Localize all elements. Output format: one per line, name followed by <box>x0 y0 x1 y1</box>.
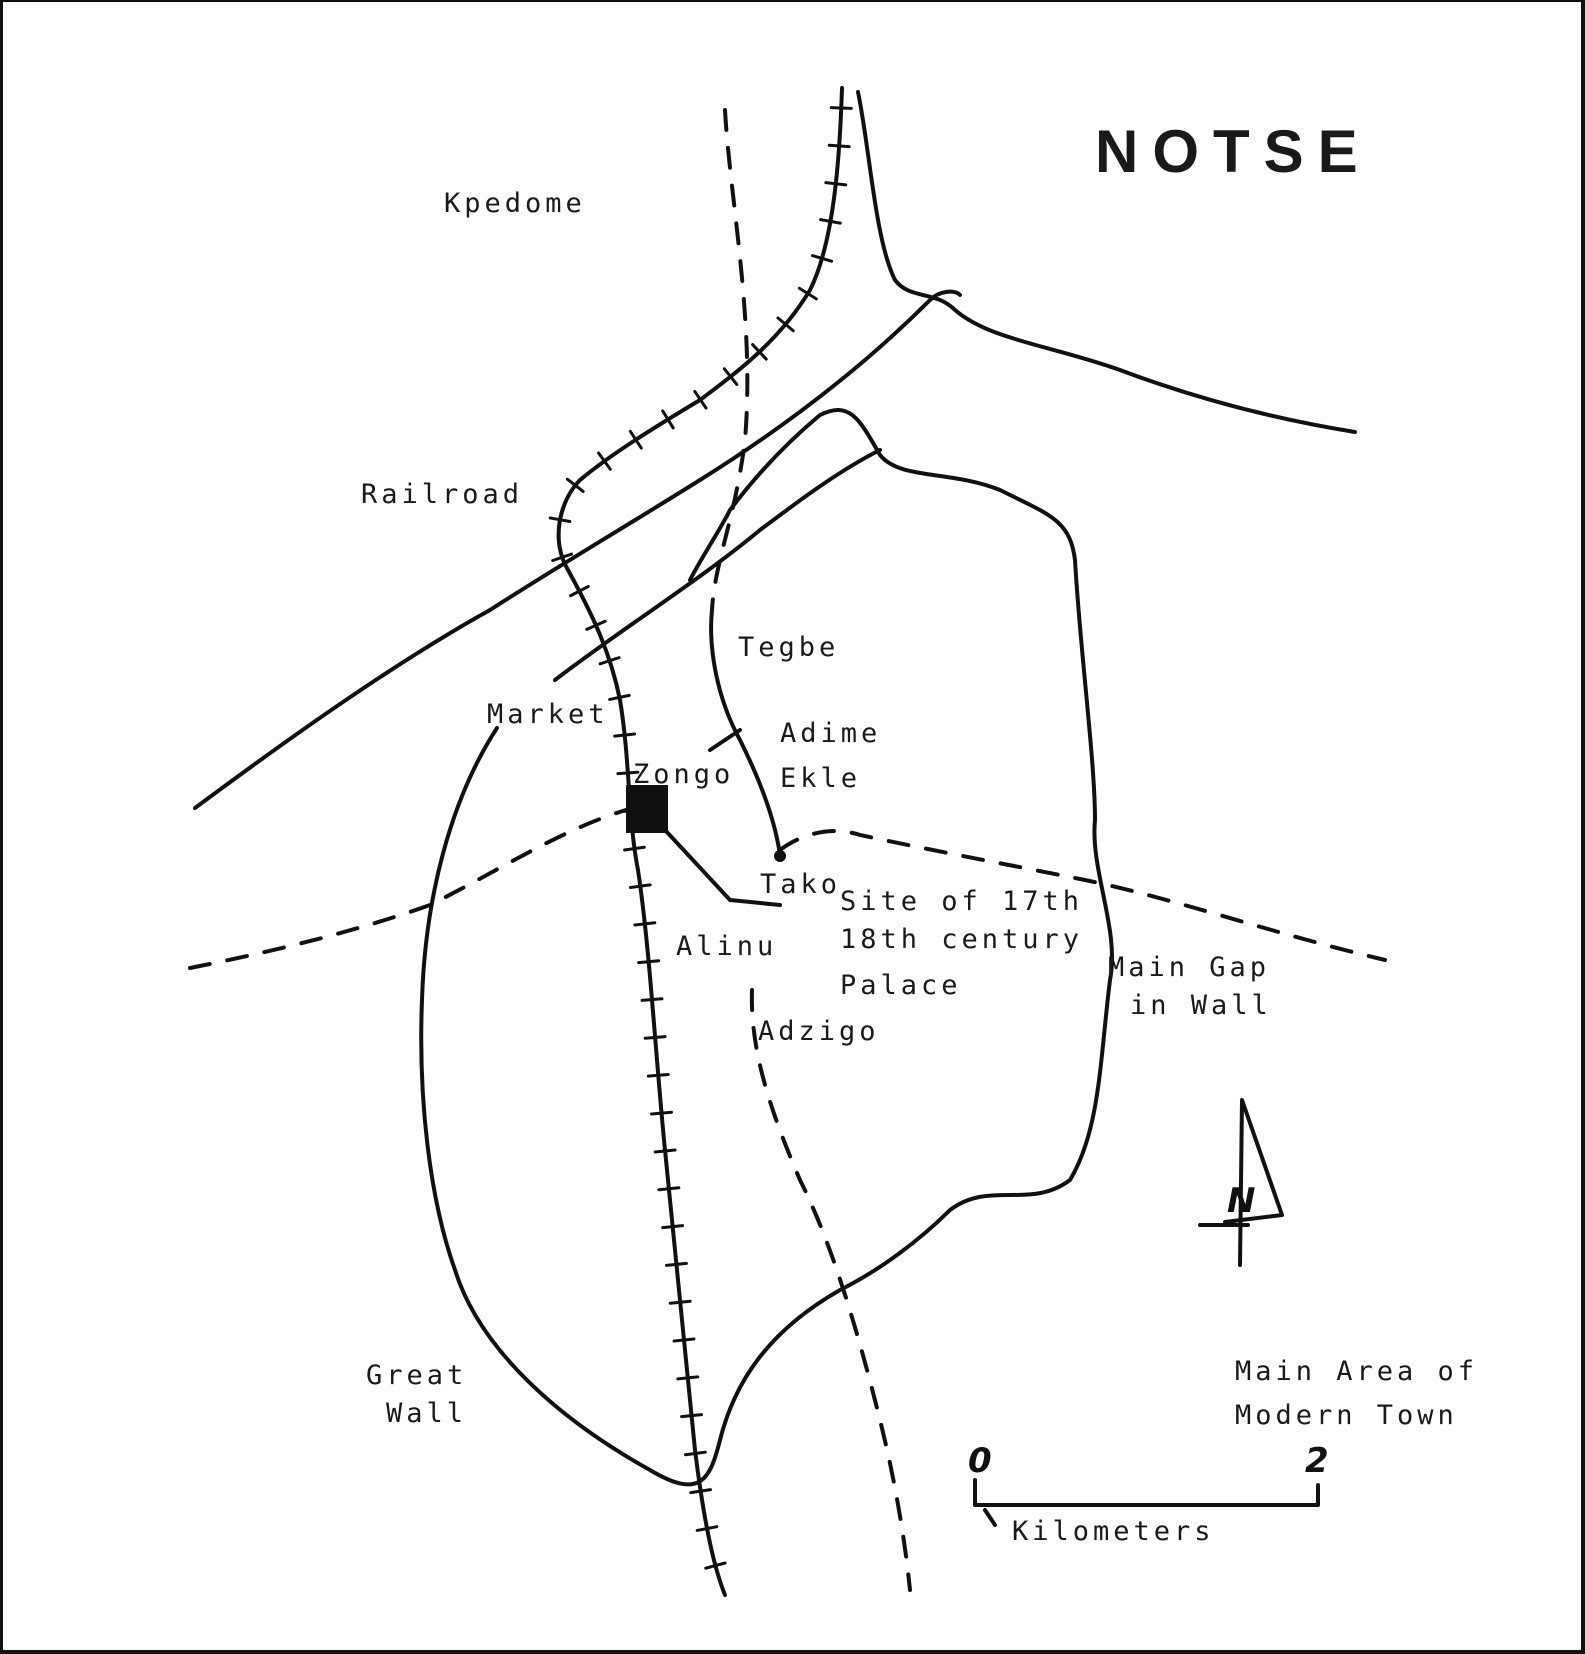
north-label: N <box>1227 1181 1255 1221</box>
label-main-gap-2: in Wall <box>1130 990 1272 1021</box>
railroad-tie <box>597 451 612 471</box>
scale-pointer <box>983 1508 997 1527</box>
track-dashed-north <box>710 108 750 612</box>
label-railroad: Railroad <box>361 479 523 510</box>
railroad-tie <box>819 218 842 225</box>
scale-unit: Kilometers <box>1012 1516 1215 1547</box>
railroad-tie <box>633 921 657 927</box>
scale-start: 0 <box>968 1441 992 1481</box>
railroad-tie <box>616 770 640 776</box>
label-ekle: Ekle <box>780 763 861 794</box>
railroad-tie <box>810 254 834 263</box>
railroad-ties <box>548 106 853 1570</box>
railroad-tie <box>693 389 708 410</box>
railroad-tie <box>640 997 664 1002</box>
railroad-tie <box>689 1488 713 1495</box>
railroad-tie <box>613 732 637 738</box>
label-palace-site-3: Palace <box>840 970 962 1001</box>
track-dashed-east-west <box>188 808 1387 970</box>
railroad-tie <box>598 656 621 666</box>
railroad-tie <box>661 1224 685 1230</box>
railroad-tie <box>829 106 853 110</box>
scale-end: 2 <box>1305 1441 1329 1481</box>
railroad-tie <box>680 1413 704 1419</box>
railroad-tie <box>637 959 661 965</box>
railroad-tie <box>628 429 643 450</box>
scale-bar: 0 2 Kilometers <box>968 1441 1329 1547</box>
label-main-gap-1: Main Gap <box>1108 952 1270 983</box>
railroad-tie <box>722 367 739 386</box>
road-main <box>193 289 962 810</box>
railroad-tie <box>672 1337 696 1343</box>
railroad-tie <box>704 1561 727 1570</box>
label-adime: Adime <box>780 718 881 749</box>
road-branch <box>553 448 882 682</box>
railroad-tie <box>827 143 851 149</box>
tako-point <box>774 850 786 862</box>
zongo-tako-road <box>663 828 782 907</box>
railroad-tie <box>548 516 572 524</box>
railroad-tie <box>664 1261 688 1267</box>
railroad-tie <box>824 181 848 187</box>
railroad-tie <box>751 343 768 361</box>
label-modern-town-1: Main Area of <box>1235 1356 1478 1387</box>
label-tegbe: Tegbe <box>738 632 839 663</box>
railroad-tie <box>568 584 590 598</box>
label-modern-town-2: Modern Town <box>1235 1400 1458 1431</box>
label-zongo: Zongo <box>633 759 734 790</box>
label-palace-site-1: Site of 17th <box>840 886 1083 917</box>
river-north <box>856 90 1357 434</box>
railroad-tie <box>628 883 652 889</box>
label-palace-site-2: 18th century <box>840 924 1083 955</box>
railroad-tie <box>565 477 585 493</box>
railroad-tie <box>695 1525 719 1532</box>
railroad-tie <box>657 1186 681 1192</box>
north-arrow: N <box>1198 1098 1284 1267</box>
railroad-tie <box>623 845 646 852</box>
label-kpedome: Kpedome <box>444 188 586 219</box>
railroad-tie <box>653 1148 677 1154</box>
railroad-tie <box>676 1375 700 1381</box>
railroad-tie <box>646 1072 670 1078</box>
railroad-tie <box>619 808 643 814</box>
railroad-tie <box>797 286 818 301</box>
great-wall <box>419 408 1115 1487</box>
label-adzigo: Adzigo <box>758 1016 880 1047</box>
label-alinu: Alinu <box>676 931 777 962</box>
north-arrow-icon <box>1198 1098 1284 1267</box>
scale-bar-line <box>973 1478 1320 1507</box>
label-tako: Tako <box>760 869 841 900</box>
railroad-tie <box>661 409 675 430</box>
label-great-wall-2: Wall <box>386 1398 467 1429</box>
railroad-tie <box>585 619 607 631</box>
tegbe-track <box>709 608 782 857</box>
adime-spur <box>708 728 742 752</box>
railroad-line <box>556 86 844 1597</box>
label-market: Market <box>487 699 609 730</box>
railroad-tie <box>551 552 574 563</box>
track-dashed-south <box>749 988 912 1592</box>
railroad-tie <box>668 1299 692 1305</box>
label-great-wall-1: Great <box>366 1360 467 1391</box>
railroad-tie <box>643 1035 667 1040</box>
map-title: NOTSE <box>1095 118 1372 185</box>
railroad-tie <box>776 316 795 333</box>
railroad-tie <box>608 693 631 701</box>
railroad-tie <box>650 1110 673 1116</box>
railroad-tie <box>684 1450 707 1457</box>
